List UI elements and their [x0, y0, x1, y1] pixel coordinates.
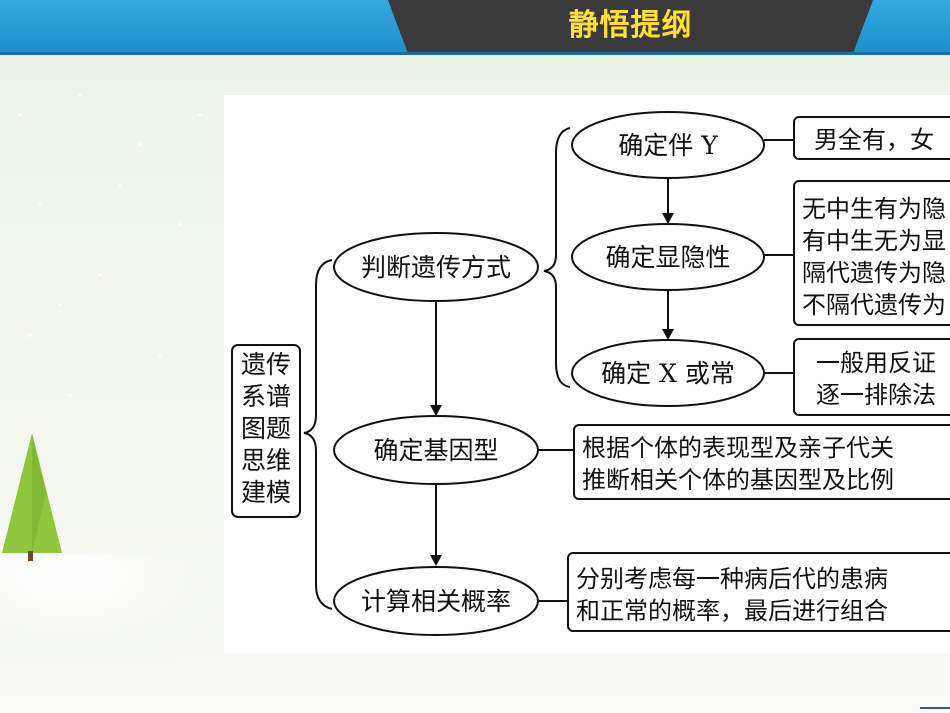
title-tab — [388, 0, 873, 52]
note-text: 男全有，女 — [814, 126, 934, 154]
concept-map: 遗传 系谱 图题 思维 建模 判断遗传方式 确定基因型 计算相关概率 确定伴 Y… — [231, 111, 950, 636]
page-title: 静悟提纲 — [568, 8, 693, 43]
note-text: 根据个体的表现型及亲子代关 — [582, 434, 894, 462]
root-text: 图题 — [241, 414, 291, 443]
note-text: 有中生无为显 — [802, 227, 946, 255]
arrow-icon — [430, 555, 442, 566]
note-text: 不隔代遗传为 — [802, 291, 946, 319]
root-brace — [303, 259, 333, 610]
root-text: 建模 — [241, 478, 291, 507]
snow-decoration — [18, 93, 202, 397]
root-text: 思维 — [241, 446, 291, 475]
note-text: 逐一排除法 — [816, 381, 936, 409]
arrow-icon — [662, 329, 674, 340]
note-box-x-or-autosome — [793, 338, 950, 416]
snow-ground — [0, 555, 240, 665]
note-box-y — [793, 116, 950, 160]
node-label: 确定伴 Y — [618, 131, 718, 160]
note-text: 分别考虑每一种病后代的患病 — [576, 565, 888, 593]
root-box — [231, 344, 301, 518]
root-text: 遗传 — [241, 350, 291, 379]
note-text: 一般用反证 — [816, 349, 936, 377]
root-text: 系谱 — [241, 382, 291, 411]
note-text: 隔代遗传为隐 — [802, 259, 946, 287]
corner-rule — [920, 707, 950, 709]
note-text: 推断相关个体的基因型及比例 — [582, 466, 894, 494]
tree-icon — [2, 433, 62, 561]
concept-map-panel: 遗传 系谱 图题 思维 建模 判断遗传方式 确定基因型 计算相关概率 确定伴 Y… — [224, 95, 950, 653]
header-underline — [0, 52, 950, 55]
note-box-genotype — [573, 424, 950, 500]
node-label: 确定 X 或常 — [601, 359, 735, 388]
node-label: 计算相关概率 — [361, 587, 511, 616]
node-label: 确定基因型 — [373, 436, 498, 465]
note-text: 和正常的概率，最后进行组合 — [576, 597, 888, 625]
node-label: 判断遗传方式 — [361, 253, 511, 282]
mode-brace — [543, 127, 571, 388]
arrow-icon — [430, 405, 442, 416]
note-box-probability — [567, 552, 950, 632]
note-text: 无中生有为隐 — [802, 195, 946, 223]
note-box-dominance — [793, 180, 950, 326]
node-label: 确定显隐性 — [605, 243, 730, 272]
arrow-icon — [662, 213, 674, 224]
